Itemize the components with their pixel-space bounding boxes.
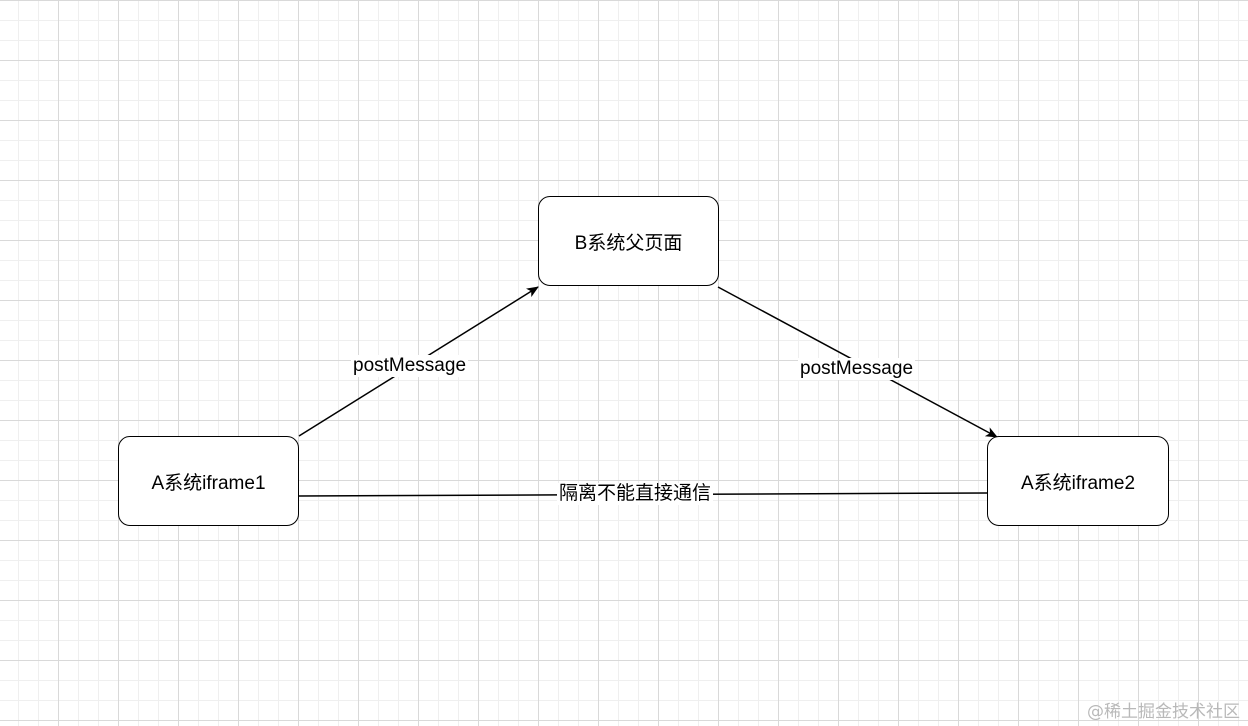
- node-iframe1-label: A系统iframe1: [151, 472, 266, 494]
- edge-label-parent-to-iframe2: postMessage: [798, 358, 916, 380]
- node-iframe1[interactable]: A系统iframe1: [118, 436, 299, 526]
- node-iframe2[interactable]: A系统iframe2: [987, 436, 1169, 526]
- node-parent-page[interactable]: B系统父页面: [538, 196, 719, 286]
- node-iframe2-label: A系统iframe2: [1020, 472, 1136, 494]
- edge-label-isolation: 隔离不能直接通信: [557, 483, 714, 505]
- edge-label-iframe1-to-parent: postMessage: [351, 355, 469, 377]
- watermark: @稀土掘金技术社区: [1087, 702, 1240, 722]
- node-parent-page-label: B系统父页面: [574, 232, 683, 254]
